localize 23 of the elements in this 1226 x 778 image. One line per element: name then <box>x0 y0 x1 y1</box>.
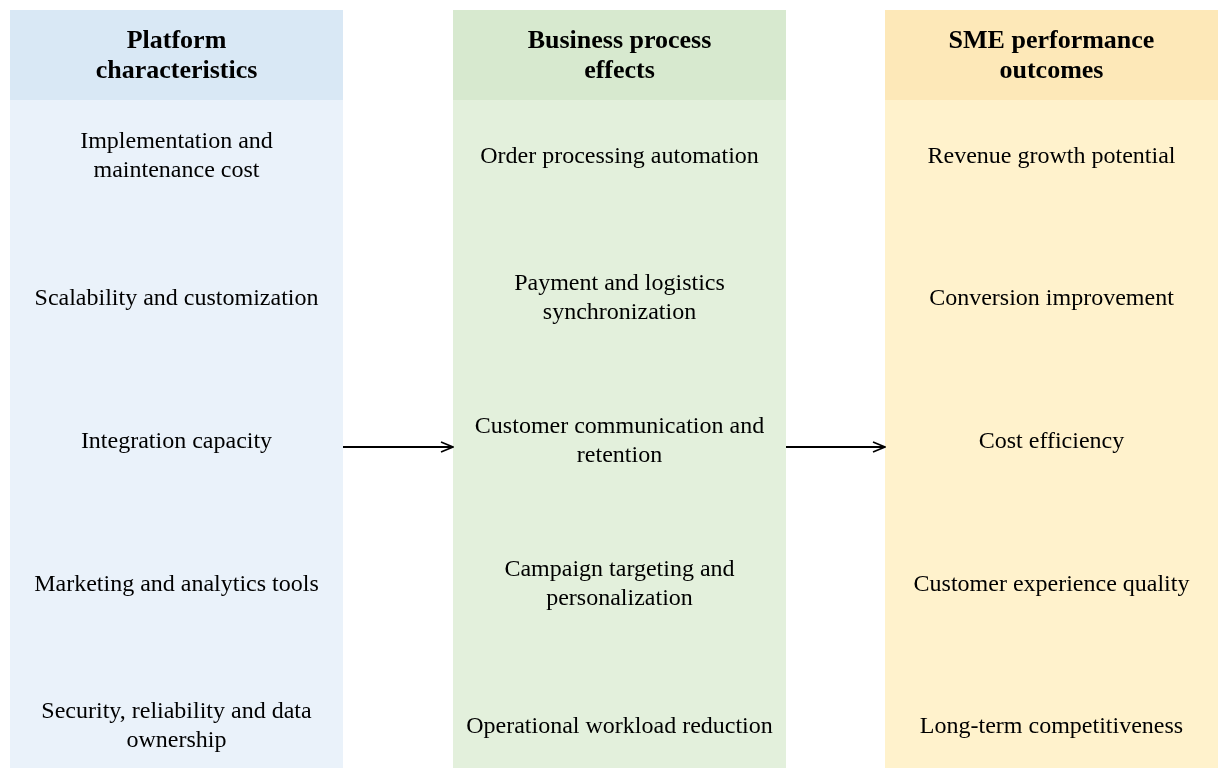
arrow <box>785 441 886 453</box>
item-text: Revenue growth potential <box>926 140 1177 170</box>
column-panel <box>453 10 786 768</box>
item-text: Conversion improvement <box>928 282 1175 312</box>
column-title: SME performance outcomes <box>947 25 1156 85</box>
item-text: Customer experience quality <box>912 568 1191 598</box>
column-panel <box>885 10 1218 768</box>
item-text: Security, reliability and data ownership <box>40 696 313 754</box>
item-text: Integration capacity <box>79 425 274 455</box>
item-text: Implementation and maintenance cost <box>79 126 274 184</box>
column-panel <box>10 10 343 768</box>
item-text: Campaign targeting and personalization <box>503 554 736 612</box>
column-title: Platform characteristics <box>94 25 259 85</box>
item-text: Operational workload reduction <box>465 710 774 740</box>
column-title: Business process effects <box>526 25 713 85</box>
item-text: Cost efficiency <box>977 425 1126 455</box>
item-text: Long-term competitiveness <box>918 710 1185 740</box>
item-text: Marketing and analytics tools <box>33 568 320 598</box>
item-text: Customer communication and retention <box>473 411 766 469</box>
item-text: Scalability and customization <box>33 282 320 312</box>
item-text: Order processing automation <box>479 140 760 170</box>
arrow <box>342 441 454 453</box>
item-text: Payment and logistics synchronization <box>513 268 726 326</box>
